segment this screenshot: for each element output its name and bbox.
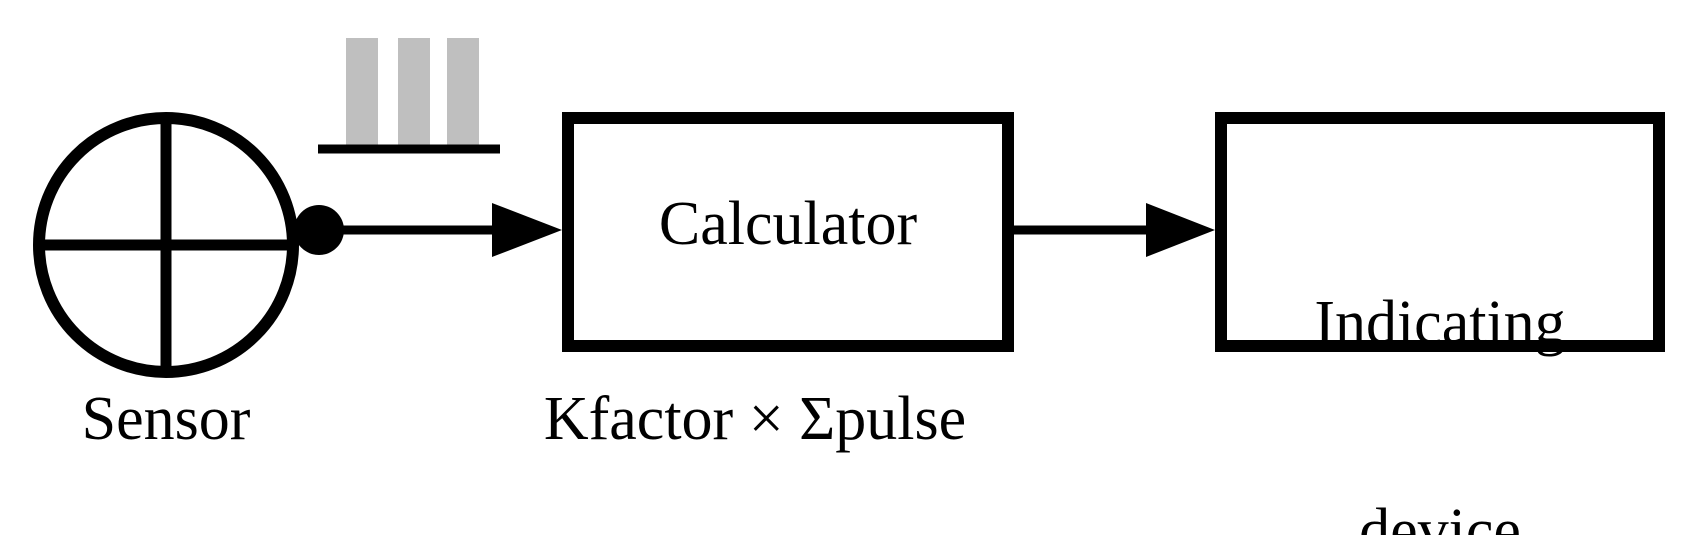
- arrowhead-into-calculator-icon: [492, 203, 562, 257]
- connection-sensor-to-calculator[interactable]: [294, 203, 562, 257]
- indicating-device-box-label: Indicating device: [1215, 150, 1665, 535]
- arrowhead-into-indicating-device-icon: [1146, 203, 1215, 257]
- connection-calculator-to-indicating-device[interactable]: [1014, 203, 1215, 257]
- calculator-formula-caption: Kfactor × Σpulse: [543, 385, 967, 453]
- calculator-box-label: Calculator: [658, 190, 918, 258]
- indicating-device-label-line-2: device: [1359, 497, 1521, 535]
- indicating-device-box[interactable]: [1215, 112, 1665, 352]
- sensor-symbol[interactable]: [33, 112, 299, 378]
- indicating-device-label-line-1: Indicating: [1314, 288, 1566, 357]
- signal-source-dot-icon: [294, 205, 344, 255]
- pulse-bar-3: [447, 38, 479, 149]
- calculator-box[interactable]: [562, 112, 1014, 352]
- pulse-bar-2: [398, 38, 430, 149]
- sensor-caption: Sensor: [81, 385, 251, 453]
- pulse-bar-1: [346, 38, 378, 149]
- pulse-train-graphic: [318, 38, 500, 154]
